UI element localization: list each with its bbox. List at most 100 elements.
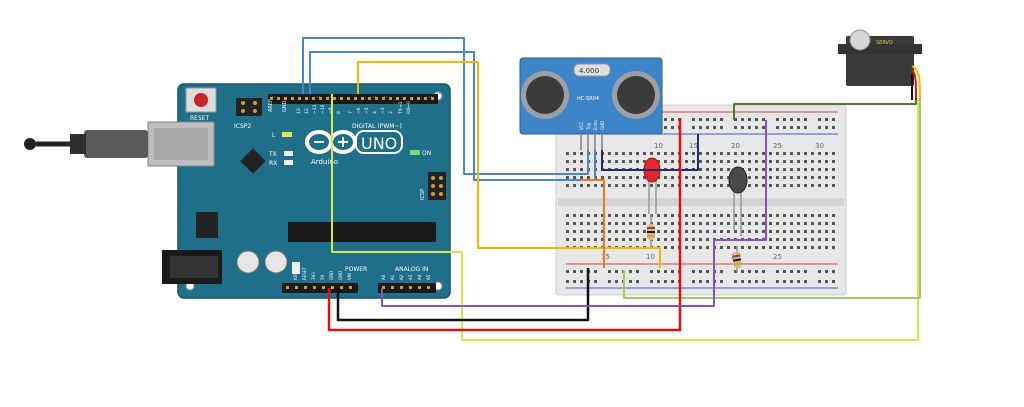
bb-hole xyxy=(664,176,667,179)
bb-hole xyxy=(755,184,758,187)
bb-hole xyxy=(720,126,723,129)
bb-hole xyxy=(741,230,744,233)
bb-hole xyxy=(741,270,744,273)
analog-header-pins xyxy=(382,286,430,289)
bb-hole xyxy=(769,152,772,155)
bb-hole xyxy=(748,214,751,217)
bb-hole xyxy=(825,214,828,217)
bb-hole xyxy=(804,126,807,129)
bb-hole xyxy=(818,160,821,163)
digital-header xyxy=(268,94,438,104)
bb-hole xyxy=(685,230,688,233)
bb-hole xyxy=(790,168,793,171)
bb-hole xyxy=(594,280,597,283)
bb-hole xyxy=(671,222,674,225)
power-pin-label: RESET xyxy=(302,267,307,280)
header-pin xyxy=(304,286,307,289)
bb-hole xyxy=(699,222,702,225)
bb-hole xyxy=(636,222,639,225)
bb-hole xyxy=(832,118,835,121)
bb-hole xyxy=(573,280,576,283)
bb-hole xyxy=(608,214,611,217)
bb-hole xyxy=(818,176,821,179)
bb-hole xyxy=(783,118,786,121)
bb-hole xyxy=(566,176,569,179)
header-pin xyxy=(340,286,343,289)
bb-hole xyxy=(706,246,709,249)
reset-button-cap[interactable] xyxy=(194,93,208,107)
bb-hole xyxy=(622,230,625,233)
bb-hole xyxy=(825,246,828,249)
digital-pin-label: 2 xyxy=(388,111,394,114)
capacitor xyxy=(236,250,260,274)
bb-hole xyxy=(741,222,744,225)
bb-hole xyxy=(797,246,800,249)
bb-hole xyxy=(811,246,814,249)
bb-hole xyxy=(776,126,779,129)
bb-hole xyxy=(818,238,821,241)
digital-pin-label: ~6 xyxy=(356,107,362,114)
bb-hole xyxy=(769,176,772,179)
bb-hole xyxy=(734,160,737,163)
bb-hole xyxy=(755,270,758,273)
bb-hole xyxy=(657,280,660,283)
bb-hole xyxy=(769,222,772,225)
bb-hole xyxy=(769,160,772,163)
bb-hole xyxy=(685,222,688,225)
bb-hole xyxy=(706,230,709,233)
bb-hole xyxy=(629,238,632,241)
header-pin xyxy=(331,286,334,289)
bb-hole xyxy=(566,270,569,273)
bb-hole xyxy=(804,280,807,283)
bb-hole xyxy=(762,230,765,233)
digital-pin-label: ~11 xyxy=(312,104,318,114)
bb-hole xyxy=(790,280,793,283)
bb-hole xyxy=(601,238,604,241)
bb-hole xyxy=(580,238,583,241)
bb-hole xyxy=(587,184,590,187)
header-pin xyxy=(368,97,371,100)
power-pin-label: IOREF xyxy=(293,267,298,280)
bb-hole xyxy=(762,214,765,217)
bb-hole xyxy=(783,222,786,225)
bb-hole xyxy=(699,152,702,155)
bb-hole xyxy=(755,176,758,179)
bb-hole xyxy=(636,152,639,155)
bb-hole xyxy=(671,280,674,283)
bb-hole xyxy=(608,230,611,233)
bb-hole xyxy=(804,230,807,233)
bb-hole xyxy=(699,230,702,233)
bb-hole xyxy=(797,238,800,241)
bb-hole xyxy=(797,184,800,187)
sensor-pin-vcc-label: VCC xyxy=(579,121,584,130)
bb-hole xyxy=(734,270,737,273)
header-pin xyxy=(389,97,392,100)
resistor-led xyxy=(647,214,655,248)
bb-hole xyxy=(657,184,660,187)
bb-hole xyxy=(811,238,814,241)
header-pin xyxy=(286,286,289,289)
bb-hole xyxy=(811,222,814,225)
bb-hole xyxy=(832,160,835,163)
bb-hole xyxy=(664,270,667,273)
bb-num-bottom-10: 10 xyxy=(646,253,655,261)
breadboard-channel xyxy=(558,198,844,206)
bb-hole xyxy=(587,238,590,241)
crystal-label: 4.000 xyxy=(579,67,599,75)
bb-hole xyxy=(720,280,723,283)
bb-hole xyxy=(706,222,709,225)
bb-hole xyxy=(748,230,751,233)
bb-hole xyxy=(748,176,751,179)
usb-connector-inner xyxy=(154,128,208,160)
bb-hole xyxy=(594,238,597,241)
bb-hole xyxy=(706,270,709,273)
bb-hole xyxy=(832,222,835,225)
crystal xyxy=(573,63,611,77)
bb-hole xyxy=(832,214,835,217)
power-label: POWER xyxy=(345,266,367,273)
bb-hole xyxy=(699,238,702,241)
bb-hole xyxy=(818,118,821,121)
header-pin xyxy=(319,97,322,100)
bb-hole xyxy=(713,160,716,163)
